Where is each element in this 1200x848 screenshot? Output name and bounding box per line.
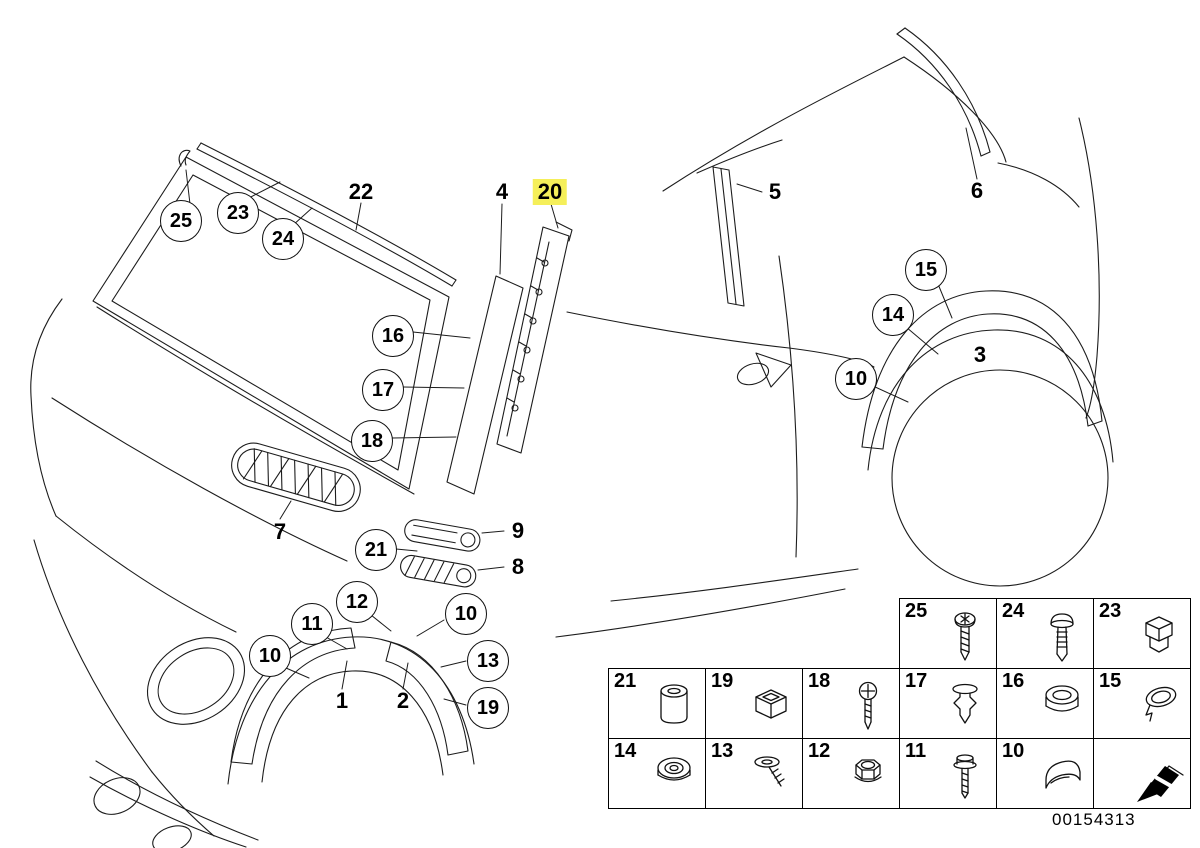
legend-num-15: 15 (1099, 670, 1122, 692)
fastener-legend-top-row: 25 24 (899, 598, 1191, 668)
callout-19: 19 (467, 687, 509, 729)
round-grommet-icon (648, 750, 700, 806)
legend-cell-23: 23 (1093, 598, 1191, 668)
push-pin-icon (745, 750, 797, 806)
spacer-sleeve-icon (648, 680, 700, 736)
legend-num-19: 19 (711, 670, 734, 692)
continuation-arrow-icon (1133, 750, 1185, 806)
legend-num-24: 24 (1002, 600, 1025, 622)
legend-cell-11: 11 (899, 738, 997, 809)
part-label-5: 5 (768, 179, 782, 204)
body-rear (555, 56, 1100, 638)
legend-num-14: 14 (614, 740, 637, 762)
callout-12: 12 (336, 581, 378, 623)
legend-cell-24: 24 (996, 598, 1094, 668)
torx-screw-icon (939, 610, 991, 666)
document-number: 00154313 (1052, 810, 1136, 829)
legend-num-23: 23 (1099, 600, 1122, 622)
legend-cell-21: 21 (608, 668, 706, 739)
legend-cell-16: 16 (996, 668, 1094, 739)
callout-25: 25 (160, 200, 202, 242)
clamp-clip-icon (1133, 610, 1185, 666)
legend-num-17: 17 (905, 670, 928, 692)
part-label-3: 3 (973, 342, 987, 367)
oval-grommet-icon (1036, 680, 1088, 736)
cage-clip-icon (745, 680, 797, 736)
legend-num-10: 10 (1002, 740, 1025, 762)
part-label-8: 8 (511, 554, 525, 579)
hex-nut-icon (842, 750, 894, 806)
bonnet-grille (231, 442, 361, 512)
b-pillar-trim (496, 221, 573, 454)
legend-cell-18: 18 (802, 668, 900, 739)
body-front (30, 298, 415, 848)
callout-10-mid: 10 (445, 593, 487, 635)
legend-cell-15: 15 (1093, 668, 1191, 739)
part-label-20-highlighted: 20 (532, 179, 568, 205)
part-label-9: 9 (511, 518, 525, 543)
legend-num-16: 16 (1002, 670, 1025, 692)
part-label-4: 4 (495, 179, 509, 204)
expanding-rivet-icon (1036, 610, 1088, 666)
legend-num-11: 11 (905, 740, 927, 762)
legend-cell-17: 17 (899, 668, 997, 739)
legend-num-21: 21 (614, 670, 637, 692)
callout-15: 15 (905, 249, 947, 291)
quarter-window-trim (896, 27, 991, 157)
part-label-6: 6 (970, 178, 984, 203)
legend-num-25: 25 (905, 600, 928, 622)
legend-cell-13: 13 (705, 738, 803, 809)
legend-num-13: 13 (711, 740, 734, 762)
legend-cell-12: 12 (802, 738, 900, 809)
legend-cell-10: 10 (996, 738, 1094, 809)
part-label-2: 2 (396, 688, 410, 713)
callout-23: 23 (217, 192, 259, 234)
callout-14: 14 (872, 294, 914, 336)
callout-18: 18 (351, 420, 393, 462)
callout-11: 11 (291, 603, 333, 645)
callout-24: 24 (262, 218, 304, 260)
legend-cell-14: 14 (608, 738, 706, 809)
legend-num-12: 12 (808, 740, 831, 762)
callout-21: 21 (355, 529, 397, 571)
hex-bolt-icon (939, 750, 991, 806)
side-vent-upper (404, 519, 481, 552)
callout-10-rear: 10 (835, 358, 877, 400)
callout-17: 17 (362, 369, 404, 411)
callout-10-front: 10 (249, 635, 291, 677)
fastener-legend-main: 21 19 (608, 668, 1191, 809)
legend-cell-25: 25 (899, 598, 997, 668)
legend-cell-arrow (1093, 738, 1191, 809)
cover-cap-icon (1036, 750, 1088, 806)
part-label-1: 1 (335, 688, 349, 713)
window-guide (712, 166, 745, 307)
legend-cell-19: 19 (705, 668, 803, 739)
rear-arch-trim (861, 290, 1114, 587)
cap-clip-icon (1133, 680, 1185, 736)
a-pillar-cover (446, 275, 524, 495)
legend-num-18: 18 (808, 670, 831, 692)
part-label-7: 7 (273, 519, 287, 544)
phillips-screw-icon (842, 680, 894, 736)
part-label-22: 22 (348, 179, 374, 204)
callout-13: 13 (467, 640, 509, 682)
callout-16: 16 (372, 315, 414, 357)
side-vent-lower (400, 554, 477, 588)
expansion-clip-icon (939, 680, 991, 736)
